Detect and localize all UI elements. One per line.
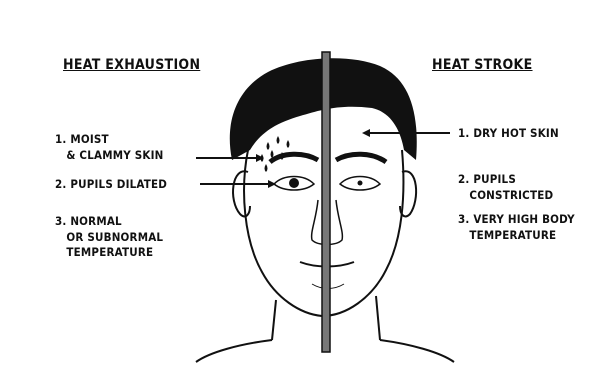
left-eyebrow xyxy=(270,154,318,162)
left-ear xyxy=(233,171,250,216)
divider-rod xyxy=(322,52,330,352)
right-item-3: 3. VERY HIGH BODY TEMPERATURE xyxy=(458,212,575,243)
left-pupil-dilated xyxy=(289,178,299,188)
right-item-2: 2. PUPILS CONSTRICTED xyxy=(458,172,553,203)
right-pupil-constricted xyxy=(358,181,363,186)
left-item-3: 3. NORMAL OR SUBNORMAL TEMPERATURE xyxy=(55,214,163,261)
heat-exhaustion-title: HEAT EXHAUSTION xyxy=(63,57,200,73)
right-eyebrow xyxy=(336,154,386,162)
heat-stroke-title: HEAT STROKE xyxy=(432,57,533,73)
arrowhead-pupils-dilated xyxy=(268,180,276,188)
left-item-1: 1. MOIST & CLAMMY SKIN xyxy=(55,132,163,163)
arrowhead-dry-skin xyxy=(362,129,370,137)
left-item-2: 2. PUPILS DILATED xyxy=(55,177,167,193)
right-item-1: 1. DRY HOT SKIN xyxy=(458,126,559,142)
